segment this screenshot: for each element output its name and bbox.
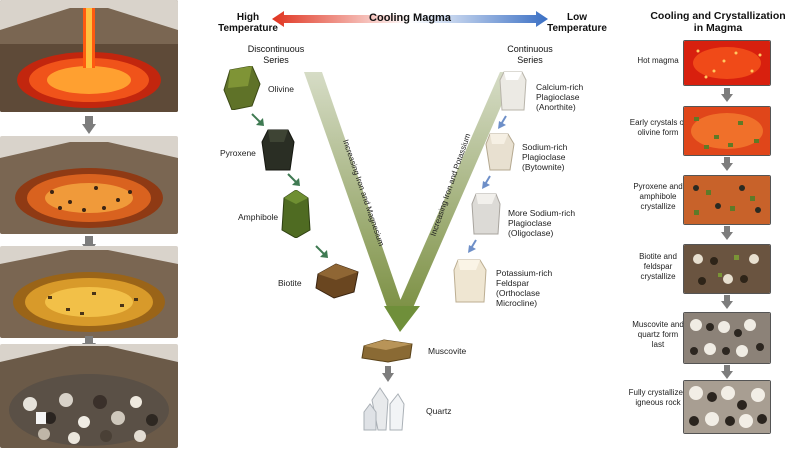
orthoclase-label: Potassium-rich Feldspar (Orthoclase Micr… <box>496 268 552 308</box>
pyroxene-crystal-icon <box>260 128 296 177</box>
volcano-panel-cooling <box>0 136 178 234</box>
volcano-panel-solid-rock <box>0 344 178 448</box>
bytownite-crystal-icon <box>484 132 516 177</box>
volcano-panel-crystallizing <box>0 246 178 338</box>
down-left-arrow-icon <box>466 238 480 259</box>
amphibole-crystal-icon <box>278 190 314 243</box>
down-arrow-icon <box>721 226 733 245</box>
stage-image-olivine-forms <box>683 106 771 156</box>
volcano-panel-hot-magma <box>0 0 178 112</box>
stage-image-pyroxene-amphibole <box>683 175 771 225</box>
stage-image-biotite-feldspar <box>683 244 771 294</box>
muscovite-label: Muscovite <box>428 346 466 356</box>
stage-image-fully-crystallized <box>683 380 771 434</box>
bytownite-label: Sodium-rich Plagioclase (Bytownite) <box>522 142 567 172</box>
olivine-crystal-icon <box>222 66 262 115</box>
down-arrow-icon <box>721 157 733 176</box>
pyroxene-label: Pyroxene <box>220 148 256 158</box>
olivine-label: Olivine <box>268 84 294 94</box>
biotite-label: Biotite <box>278 278 302 288</box>
anorthite-label: Calcium-rich Plagioclase (Anorthite) <box>536 82 583 112</box>
oligoclase-crystal-icon <box>470 192 502 241</box>
anorthite-crystal-icon <box>498 70 528 117</box>
right-column-title: Cooling and Crystallization in Magma <box>636 10 800 34</box>
discontinuous-series-label: Discontinuous Series <box>236 44 316 66</box>
low-temperature-label: Low Temperature <box>546 12 608 34</box>
orthoclase-crystal-icon <box>452 258 488 309</box>
biotite-crystal-icon <box>314 262 360 305</box>
continuous-series-label: Continuous Series <box>498 44 562 66</box>
quartz-label: Quartz <box>426 406 452 416</box>
stage-image-hot-magma <box>683 40 771 86</box>
cooling-magma-label: Cooling Magma <box>362 13 458 24</box>
stage-image-muscovite-quartz <box>683 312 771 364</box>
amphibole-label: Amphibole <box>238 212 278 222</box>
down-arrow-icon <box>721 88 733 107</box>
quartz-crystal-icon <box>360 384 412 437</box>
muscovite-crystal-icon <box>360 338 416 369</box>
oligoclase-label: More Sodium-rich Plagioclase (Oligoclase… <box>508 208 575 238</box>
